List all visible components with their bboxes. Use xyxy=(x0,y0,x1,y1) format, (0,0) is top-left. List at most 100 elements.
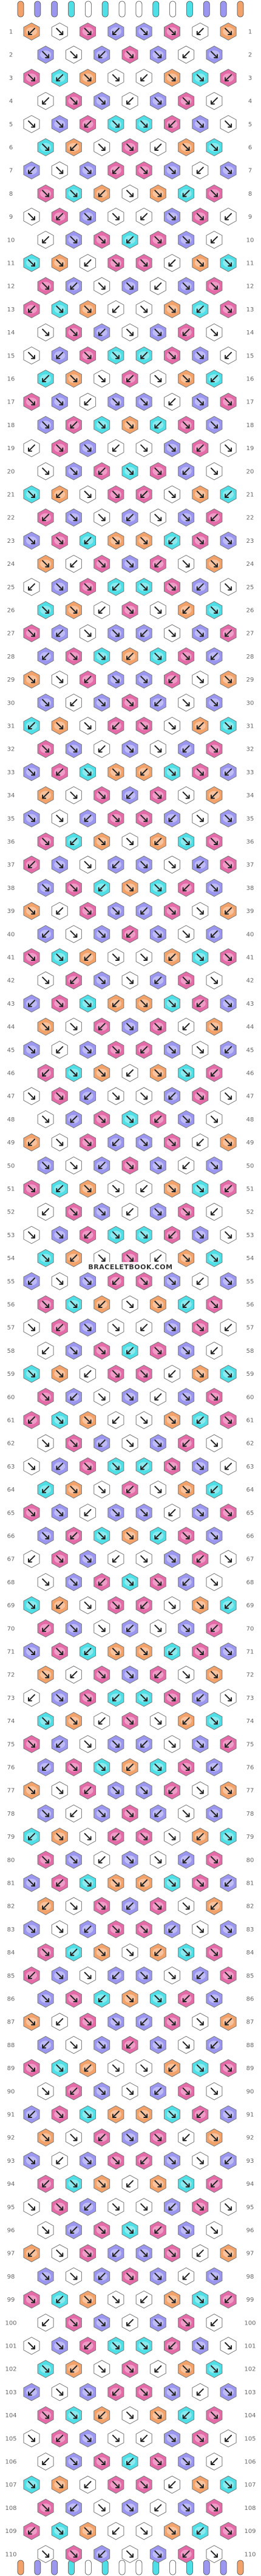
knot xyxy=(220,2151,237,2170)
knot xyxy=(80,1272,97,1290)
arrow-down-left-icon xyxy=(112,1971,120,1979)
knot xyxy=(107,1827,124,1846)
arrow-down-right-icon xyxy=(56,861,64,869)
knot xyxy=(164,2475,180,2494)
knot xyxy=(178,878,195,897)
knot xyxy=(192,1364,209,1383)
knot xyxy=(51,1781,68,1800)
knot xyxy=(178,694,195,712)
arrow-down-left-icon xyxy=(140,1601,148,1609)
knot xyxy=(206,925,223,943)
knot xyxy=(23,1967,40,1985)
row-number-left: 87 xyxy=(7,2019,15,2026)
arrow-down-right-icon xyxy=(168,1555,176,1563)
arrow-down-left-icon xyxy=(210,652,218,660)
knot xyxy=(107,670,124,689)
arrow-down-left-icon xyxy=(98,1439,106,1447)
knot xyxy=(220,578,237,596)
knot xyxy=(164,624,180,643)
arrow-down-right-icon xyxy=(196,2018,204,2026)
arrow-down-right-icon xyxy=(28,954,35,961)
arrow-down-right-icon xyxy=(28,1231,35,1239)
knot xyxy=(220,1226,237,1244)
knot xyxy=(192,347,209,365)
arrow-down-left-icon xyxy=(70,2226,78,2234)
arrow-down-right-icon xyxy=(28,2481,35,2489)
arrow-down-right-icon xyxy=(210,1671,218,1679)
knot xyxy=(135,207,152,226)
arrow-down-left-icon xyxy=(98,1856,106,1864)
knot xyxy=(80,485,97,503)
arrow-down-right-icon xyxy=(196,676,204,683)
arrow-down-right-icon xyxy=(140,2111,148,2118)
row-number-left: 102 xyxy=(5,2366,16,2373)
arrow-down-right-icon xyxy=(210,2504,218,2512)
arrow-down-left-icon xyxy=(196,1416,204,1424)
arrow-down-right-icon xyxy=(210,1810,218,1817)
arrow-down-left-icon xyxy=(112,2111,120,2118)
arrow-down-left-icon xyxy=(84,537,92,545)
arrow-down-right-icon xyxy=(210,2411,218,2419)
arrow-down-right-icon xyxy=(182,375,190,382)
arrow-down-right-icon xyxy=(28,2018,35,2026)
arrow-down-right-icon xyxy=(98,375,106,382)
arrow-down-right-icon xyxy=(140,537,148,545)
arrow-down-left-icon xyxy=(126,1486,134,1493)
knot xyxy=(192,763,209,782)
knot xyxy=(107,2383,124,2402)
knot xyxy=(51,763,68,782)
knot xyxy=(178,45,195,64)
knot xyxy=(178,184,195,203)
arrow-down-right-icon xyxy=(126,2504,134,2512)
knot xyxy=(107,2475,124,2494)
arrow-down-right-icon xyxy=(196,1185,204,1192)
knot xyxy=(178,1665,195,1684)
arrow-down-right-icon xyxy=(140,583,148,591)
row-number-left: 23 xyxy=(7,538,15,545)
arrow-down-right-icon xyxy=(28,259,35,267)
knot xyxy=(80,300,97,319)
knot xyxy=(220,994,237,1013)
arrow-down-right-icon xyxy=(84,2434,92,2442)
knot xyxy=(107,1087,124,1106)
arrow-down-right-icon xyxy=(56,2203,64,2211)
knot xyxy=(51,254,68,272)
arrow-down-right-icon xyxy=(112,74,120,82)
row-number-left: 59 xyxy=(7,1371,15,1378)
knot xyxy=(206,184,223,203)
arrow-down-right-icon xyxy=(70,884,78,892)
row-number-left: 3 xyxy=(9,75,13,82)
knot xyxy=(107,531,124,550)
knot xyxy=(51,393,68,411)
knot xyxy=(164,763,180,782)
knot xyxy=(80,68,97,87)
knot xyxy=(192,2059,209,2077)
knot xyxy=(121,1851,138,1869)
knot xyxy=(135,994,152,1013)
knot xyxy=(37,1990,54,2008)
arrow-down-right-icon xyxy=(196,2434,204,2442)
knot xyxy=(178,462,195,480)
knot xyxy=(107,1781,124,1800)
knot xyxy=(192,1735,209,1753)
knot xyxy=(135,161,152,180)
knot xyxy=(93,508,110,527)
knot xyxy=(206,462,223,480)
row-number-left: 50 xyxy=(7,1163,15,1169)
knot xyxy=(37,925,54,943)
arrow-down-right-icon xyxy=(84,305,92,313)
arrow-down-right-icon xyxy=(196,1046,204,1054)
arrow-down-left-icon xyxy=(56,491,64,498)
knot xyxy=(23,1411,40,1429)
arrow-down-left-icon xyxy=(28,583,35,591)
arrow-down-right-icon xyxy=(168,28,176,35)
knot xyxy=(135,1041,152,1059)
arrow-down-right-icon xyxy=(126,1995,134,2002)
knot xyxy=(121,1295,138,1313)
row-number-left: 91 xyxy=(7,2112,15,2119)
arrow-down-right-icon xyxy=(154,652,162,660)
arrow-down-right-icon xyxy=(168,1833,176,1841)
arrow-down-right-icon xyxy=(196,1648,204,1655)
arrow-down-right-icon xyxy=(42,1115,50,1123)
arrow-down-left-icon xyxy=(126,2458,134,2465)
